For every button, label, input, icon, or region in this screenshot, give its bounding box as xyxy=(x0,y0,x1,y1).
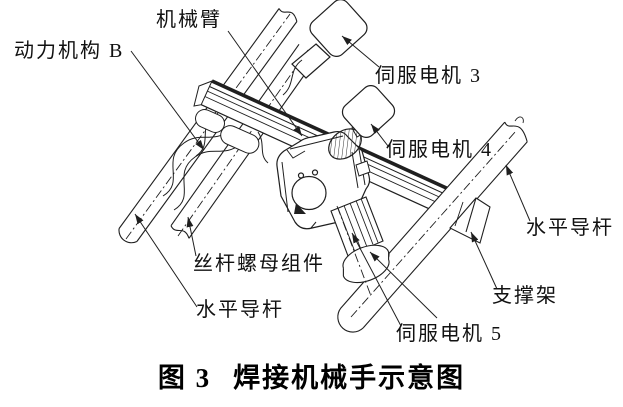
leader-guide-rod-left xyxy=(134,213,198,308)
label-mechanical-arm: 机械臂 xyxy=(156,9,222,31)
leader-servo-motor-4 xyxy=(370,123,389,147)
label-servo-motor-5: 伺服电机 5 xyxy=(396,323,503,345)
figure-caption: 图 3 焊接机械手示意图 xyxy=(0,356,623,395)
leader-power-mechanism-b xyxy=(130,50,205,151)
label-servo-motor-4: 伺服电机 4 xyxy=(386,139,493,161)
label-servo-motor-3: 伺服电机 3 xyxy=(375,65,482,87)
label-power-mechanism-b: 动力机构 B xyxy=(14,40,125,62)
label-guide-rod-right: 水平导杆 xyxy=(526,217,614,239)
figure-caption-number: 图 3 xyxy=(157,363,212,393)
servo-motor-4-body xyxy=(328,85,396,160)
servo-motor-3-body xyxy=(282,0,368,96)
leader-support-frame xyxy=(470,231,498,290)
leader-guide-rod-right xyxy=(505,164,531,222)
label-guide-rod-left: 水平导杆 xyxy=(196,299,284,321)
leader-servo-motor-5a xyxy=(351,232,402,327)
leader-servo-motor-3 xyxy=(341,35,380,68)
leader-mechanical-arm xyxy=(227,30,303,137)
leader-servo-motor-5b xyxy=(369,251,438,319)
label-support-frame: 支撑架 xyxy=(492,285,558,307)
figure-caption-title: 焊接机械手示意图 xyxy=(233,363,466,393)
leader-lines xyxy=(130,30,531,327)
label-screw-nut-assembly: 丝杆螺母组件 xyxy=(193,253,325,275)
leader-screw-nut xyxy=(186,216,197,257)
support-frame-box xyxy=(449,197,491,244)
right-guide-rod xyxy=(337,116,528,333)
